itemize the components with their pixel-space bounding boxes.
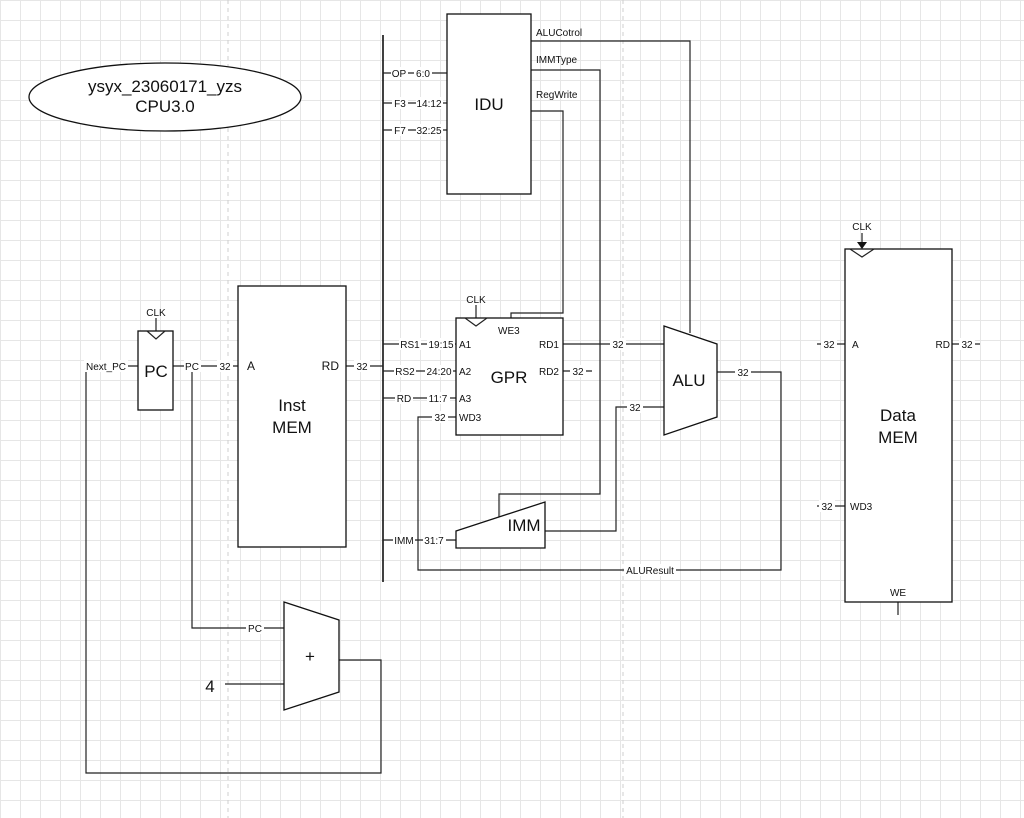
adder-block: + [283,601,340,711]
alu-result-label: ALUResult [626,566,674,577]
f3-bits-label: 14:12 [416,99,441,110]
next-pc-label: Next_PC [86,362,126,373]
idu-block: IDU ALUCotrol IMMType RegWrite [446,13,582,195]
data-mem-line-1: Data [880,406,916,425]
rd1-width-label: 32 [612,340,624,351]
data-mem-block: Data MEM CLK A RD WD3 WE [844,222,953,603]
imm-bits-label: 31:7 [424,536,444,547]
alu-block: ALU [663,325,718,436]
pc-out-label: PC [185,362,199,373]
gpr-port-rd2: RD2 [539,367,559,378]
wd3-width-label: 32 [434,413,446,424]
guide-lines [227,0,624,818]
pc-label: PC [144,362,168,381]
rs1-bits-label: 19:15 [428,340,453,351]
rs2-bits-label: 24:20 [426,367,451,378]
imm-label: IMM [507,516,540,535]
rd-bits-label: 11:7 [429,394,448,405]
adder-pc-label: PC [248,624,262,635]
op-label: OP [392,69,407,80]
inst-mem-block: Inst MEM A RD [237,285,347,548]
op-bits-label: 6:0 [416,69,430,80]
dmem-wd3-width-label: 32 [821,502,833,513]
alu-label: ALU [672,371,705,390]
data-mem-port-a: A [852,340,859,351]
imm-input-label: IMM [394,536,413,547]
data-mem-port-rd: RD [936,340,950,351]
inst-mem-line-2: MEM [272,418,312,437]
gpr-port-rd1: RD1 [539,340,559,351]
pc-width-label: 32 [219,362,231,373]
inst-mem-port-rd: RD [322,359,340,373]
wire-reg-write [510,110,564,318]
imm-block: IMM [455,501,546,549]
wire-alu-control [531,40,691,333]
dmem-a-width-label: 32 [823,340,835,351]
gpr-port-a2: A2 [459,367,472,378]
idu-label: IDU [474,95,503,114]
reg-write-label: RegWrite [536,90,578,101]
pc-block: PC CLK [137,308,174,411]
rs1-label: RS1 [400,340,420,351]
inst-mem-line-1: Inst [278,396,306,415]
wire-labels: OP 6:0 F3 14:12 F7 32:25 RS1 19:15 RS2 2… [84,67,975,696]
inst-mem-port-a: A [247,359,255,373]
imm-width-label: 32 [629,403,641,414]
f7-label: F7 [394,126,406,137]
dmem-rd-width-label: 32 [961,340,973,351]
gpr-block: GPR CLK WE3 A1 A2 A3 WD3 RD1 RD2 [455,295,564,436]
title-line-2: CPU3.0 [135,97,195,116]
gpr-port-a1: A1 [459,340,472,351]
gpr-port-we3: WE3 [498,326,520,337]
title-line-1: ysyx_23060171_yzs [88,77,242,96]
rd-label: RD [397,394,411,405]
data-mem-port-wd3: WD3 [850,502,873,513]
title-block: ysyx_23060171_yzs CPU3.0 [28,62,302,132]
wire-alu-result [417,371,782,571]
alu-control-label: ALUCotrol [536,28,582,39]
adder-label: + [305,647,315,666]
f7-bits-label: 32:25 [416,126,441,137]
dmem-clk-arrow [857,242,867,249]
gpr-clk-label: CLK [466,295,486,306]
f3-label: F3 [394,99,406,110]
inst-width-label: 32 [356,362,368,373]
wire-imm-type [498,69,601,526]
data-mem-port-we: WE [890,588,906,599]
data-mem-line-2: MEM [878,428,918,447]
constant-four: 4 [205,677,214,696]
rs2-label: RS2 [395,367,415,378]
gpr-port-a3: A3 [459,394,472,405]
alu-width-label: 32 [737,368,749,379]
pc-clk-label: CLK [146,308,166,319]
rd2-width-label: 32 [572,367,584,378]
gpr-port-wd3: WD3 [459,413,482,424]
gpr-label: GPR [491,368,528,387]
data-mem-clk-label: CLK [852,222,872,233]
imm-type-label: IMMType [536,55,578,66]
